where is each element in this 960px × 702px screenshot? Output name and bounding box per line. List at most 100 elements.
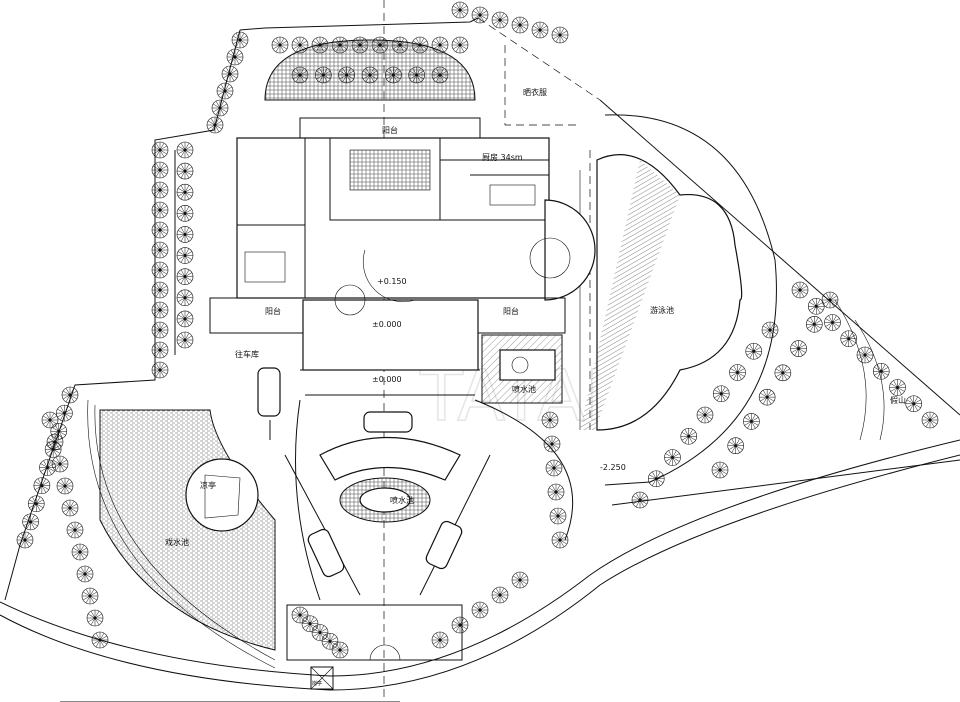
tree-icon — [291, 606, 309, 624]
tree-icon — [451, 1, 469, 19]
tree-icon — [664, 449, 681, 466]
tree-icon — [805, 315, 823, 333]
tree-icon — [151, 141, 169, 159]
tree-icon — [712, 385, 730, 403]
tree-icon — [696, 406, 714, 424]
tree-icon — [889, 379, 906, 396]
tree-icon — [216, 82, 234, 100]
tree-icon — [27, 495, 45, 513]
tree-icon — [311, 36, 329, 54]
tree-icon — [541, 411, 559, 429]
tree-icon — [39, 459, 56, 476]
gatehouse-label: 岗亭 — [312, 680, 322, 687]
tree-icon — [61, 499, 79, 517]
tree-icon — [824, 314, 841, 331]
tree-icon — [761, 321, 779, 339]
foyer-level-label: ±0.000 — [372, 320, 402, 329]
rockery-label: 假山 — [890, 395, 906, 405]
tree-icon — [176, 331, 194, 349]
tree-icon — [471, 6, 489, 24]
tree-icon — [211, 99, 229, 117]
tree-icon — [790, 340, 807, 357]
tree-icon — [71, 543, 89, 561]
tree-icon — [176, 268, 194, 285]
tree-icon — [176, 247, 194, 264]
tree-icon — [206, 116, 224, 134]
swimming-pool: 游泳池 — [579, 150, 743, 431]
tree-icon — [545, 459, 563, 477]
tree-icon — [176, 162, 194, 180]
tree-icon — [391, 36, 409, 54]
tree-icon — [91, 631, 109, 649]
right-balcony-label: 阳台 — [503, 306, 519, 316]
entry-level-label: ±0.000 — [372, 375, 402, 384]
tree-icon — [511, 571, 529, 589]
tree-icon — [821, 291, 839, 309]
tree-icon — [551, 26, 569, 44]
tree-icon — [411, 36, 429, 54]
tree-icon — [631, 491, 649, 509]
tree-icon — [56, 404, 73, 422]
tree-icon — [727, 437, 745, 455]
small-fountain-label: 喷水池 — [512, 384, 536, 394]
tree-icon — [86, 609, 104, 627]
tree-icon — [81, 587, 99, 605]
tree-icon — [840, 330, 858, 348]
tree-icon — [151, 241, 169, 259]
tree-icon — [451, 36, 469, 54]
tree-icon — [151, 281, 169, 299]
tree-icon — [151, 321, 169, 339]
tree-icon — [551, 531, 569, 549]
tree-icon — [758, 388, 776, 406]
to-garage-label: 往车库 — [235, 349, 259, 359]
tree-icon — [647, 470, 665, 488]
tree-icon — [371, 36, 389, 54]
tree-icon — [491, 11, 509, 29]
tree-icon — [311, 624, 329, 641]
tree-icon — [151, 361, 169, 379]
tree-icon — [791, 281, 809, 299]
tree-icon — [745, 342, 763, 360]
tree-icon — [151, 221, 169, 239]
tree-icon — [151, 181, 169, 199]
tree-icon — [711, 461, 729, 479]
tree-icon — [176, 289, 194, 307]
tree-icon — [471, 601, 489, 619]
garden-level-label: -2.250 — [600, 463, 626, 472]
tree-icon — [226, 48, 244, 66]
tree-icon — [16, 531, 34, 549]
tree-icon — [351, 36, 369, 54]
tree-icon — [291, 36, 309, 54]
tree-icon — [151, 201, 169, 219]
pool-deck-arc — [604, 114, 777, 486]
tree-icon — [176, 226, 194, 243]
drying-yard-label: 晒衣服 — [523, 87, 547, 97]
tree-icon — [511, 16, 529, 34]
tree-icon — [41, 411, 59, 429]
tree-icon — [61, 386, 79, 404]
tree-icon — [151, 261, 169, 279]
tree-icon — [331, 36, 349, 54]
entrance-gate: 岗亭 — [286, 604, 463, 690]
pavilion-label: 凉亭 — [200, 480, 216, 490]
hall-level-label: +0.150 — [377, 277, 407, 286]
tree-icon — [176, 183, 194, 201]
tree-icon — [44, 441, 62, 458]
tree-icon — [221, 65, 239, 83]
tree-icon — [33, 477, 51, 494]
tree-icon — [491, 586, 509, 604]
wading-pool-area: 凉亭 戏水池 — [87, 399, 276, 669]
car — [257, 367, 281, 417]
tree-icon — [231, 31, 249, 49]
tree-icon — [680, 427, 698, 445]
small-fountain: 喷水池 — [481, 334, 563, 404]
tree-icon — [315, 66, 332, 84]
tree-icon — [543, 435, 561, 453]
road — [0, 439, 960, 702]
tree-icon — [921, 411, 939, 429]
trees — [16, 1, 939, 659]
tree-icon — [743, 413, 760, 430]
tree-icon — [774, 364, 792, 382]
tree-icon — [385, 66, 402, 84]
